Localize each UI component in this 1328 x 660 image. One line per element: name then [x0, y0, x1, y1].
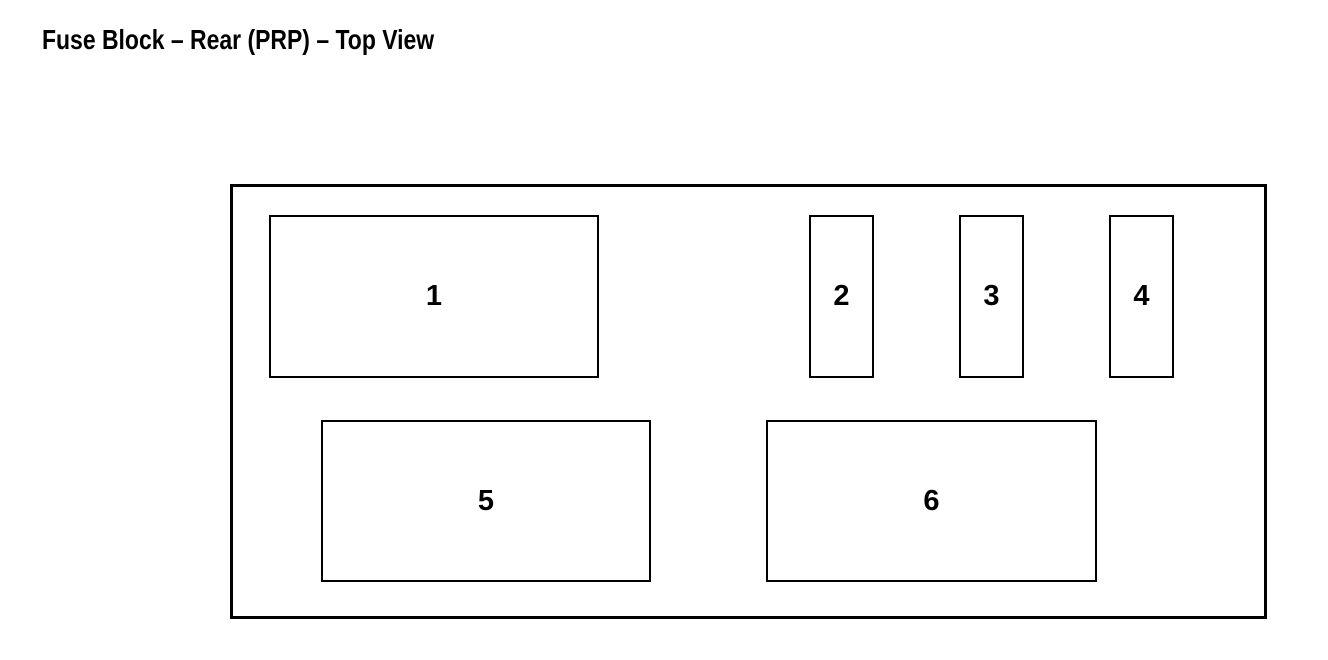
fuse-box-4: 4 — [1109, 215, 1174, 378]
fuse-box-5-label: 5 — [477, 484, 495, 517]
fuse-box-3-label: 3 — [983, 280, 1000, 312]
fuse-box-4-label: 4 — [1133, 280, 1150, 312]
fuse-box-1-label: 1 — [425, 280, 443, 312]
fuse-box-5: 5 — [321, 420, 651, 582]
fuse-box-1: 1 — [269, 215, 599, 378]
fuse-box-6-label: 6 — [923, 484, 940, 517]
fuse-box-2: 2 — [809, 215, 874, 378]
fuse-box-3: 3 — [959, 215, 1024, 378]
fuse-block-outline: 1 2 3 4 5 6 — [230, 184, 1267, 619]
page-title-text: Fuse Block – Rear (PRP) – Top View — [42, 24, 435, 55]
fuse-box-2-label: 2 — [833, 280, 850, 312]
page-title: Fuse Block – Rear (PRP) – Top View — [42, 24, 520, 56]
fuse-box-6: 6 — [766, 420, 1097, 582]
